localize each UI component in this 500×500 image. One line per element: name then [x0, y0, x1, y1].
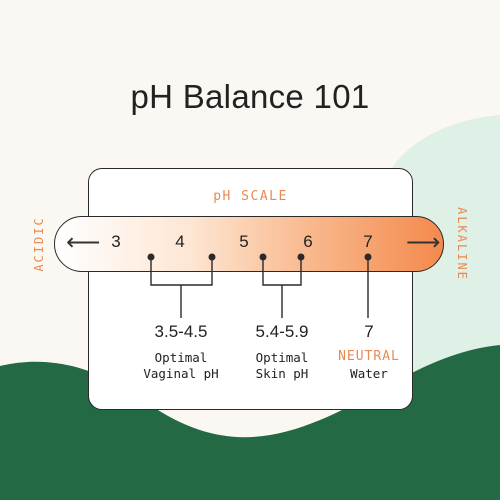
neutral-value: 7: [364, 322, 374, 341]
alkaline-label: ALKALINE: [455, 207, 469, 281]
tick-label: 4: [175, 232, 185, 251]
scale-card: [88, 168, 413, 410]
green-wave: [0, 345, 500, 500]
tick-label: 3: [111, 232, 121, 251]
left-arrow-icon: ⟵: [66, 229, 101, 256]
right-arrow-icon: ⟶: [406, 229, 441, 256]
ph-gradient-bar: [54, 216, 444, 272]
skin-note-line2: Skin pH: [255, 366, 309, 381]
skin-range: 5.4-5.9: [255, 322, 309, 341]
water-label: Water: [350, 366, 388, 381]
page-title: pH Balance 101: [130, 78, 370, 115]
scale-label: pH SCALE: [213, 189, 288, 204]
tick-label: 6: [303, 232, 313, 251]
acidic-label: ACIDIC: [32, 216, 46, 272]
tick-label: 7: [363, 232, 373, 251]
skin-note-line1: Optimal: [255, 350, 309, 365]
vaginal-note-line2: Vaginal pH: [143, 366, 219, 381]
tick-label: 5: [239, 232, 249, 251]
vaginal-range: 3.5-4.5: [154, 322, 208, 341]
vaginal-note-line1: Optimal: [154, 350, 208, 365]
neutral-label: NEUTRAL: [338, 349, 400, 364]
